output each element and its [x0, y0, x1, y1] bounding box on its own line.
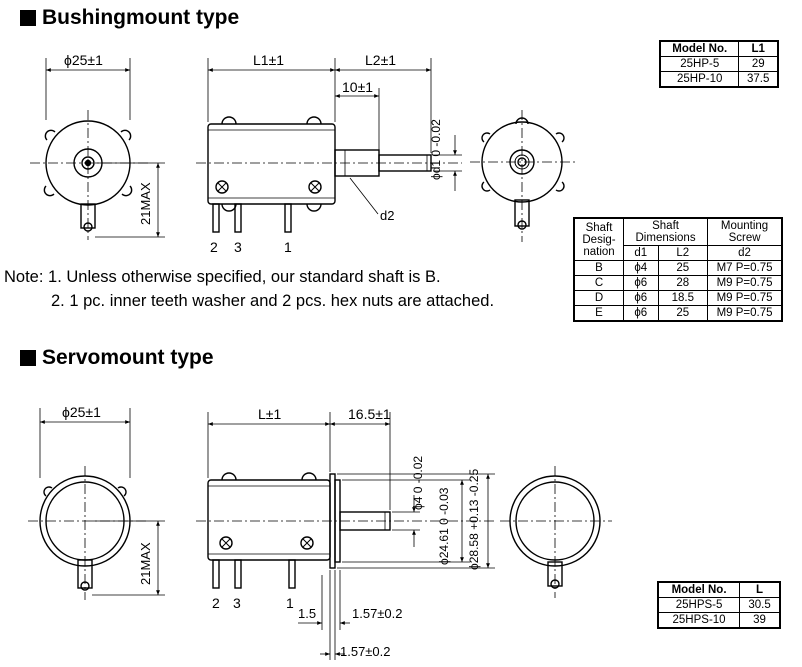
heading-bushingmount-text: Bushingmount type [42, 6, 240, 29]
subheader-l2: L2 [657, 245, 709, 261]
cell-length: 30.5 [739, 597, 781, 613]
cell-d1: ϕ6 [623, 305, 659, 322]
pin-s-3: 3 [233, 595, 241, 611]
dim-b-10: 10±1 [342, 79, 373, 95]
dim-s-1-5: 1.5 [298, 606, 316, 621]
header-l1: L1 [738, 40, 779, 57]
servo-front-view [28, 408, 165, 600]
square-bullet-icon [20, 10, 36, 26]
cell-d1: ϕ6 [623, 290, 659, 306]
subheader-d1: d1 [623, 245, 659, 261]
dim-s-16-5: 16.5±1 [348, 406, 391, 422]
table-row: E ϕ6 25 M9 P=0.75 [573, 305, 783, 322]
dim-s-phi24-61: ϕ24.61 0 -0.03 [437, 487, 451, 565]
table-row: B ϕ4 25 M7 P=0.75 [573, 260, 783, 276]
dim-b-phi25: ϕ25±1 [64, 52, 103, 68]
bushing-rear-view [470, 110, 575, 242]
table-row: D ϕ6 18.5 M9 P=0.75 [573, 290, 783, 306]
servo-model-table: Model No. L 25HPS-5 30.5 25HPS-10 39 [657, 581, 781, 629]
bushing-side-view [196, 58, 462, 233]
dim-b-21max: 21MAX [138, 182, 153, 225]
pin-b-1: 1 [284, 239, 292, 255]
heading-servomount-text: Servomount type [42, 346, 214, 369]
servo-side-view [196, 412, 495, 660]
cell-designation: C [573, 275, 624, 291]
header-model-no: Model No. [659, 40, 740, 57]
cell-length: 29 [738, 56, 779, 72]
pin-s-2: 2 [212, 595, 220, 611]
cell-d2: M9 P=0.75 [707, 290, 783, 306]
cell-l2: 25 [657, 305, 709, 322]
pin-s-1: 1 [286, 595, 294, 611]
dim-s-21max: 21MAX [138, 542, 153, 585]
bushing-front-view [30, 58, 165, 240]
cell-model: 25HPS-10 [657, 612, 741, 629]
square-bullet-icon [20, 350, 36, 366]
dim-b-L1: L1±1 [253, 52, 284, 68]
cell-length: 37.5 [738, 71, 779, 88]
dim-s-phi4: ϕ4 0 -0.02 [411, 456, 425, 510]
header-shaft-designation: Shaft Desig- nation [573, 217, 624, 261]
heading-servomount: Servomount type [20, 346, 214, 370]
dim-s-phi28-58: ϕ28.58 +0.13 -0.25 [467, 469, 481, 570]
header-l: L [739, 581, 781, 598]
cell-designation: E [573, 305, 624, 322]
cell-d2: M7 P=0.75 [707, 260, 783, 276]
cell-l2: 25 [657, 260, 709, 276]
note-line-1: Note: 1. Unless otherwise specified, our… [4, 268, 441, 286]
header-shaft-dimensions: Shaft Dimensions [622, 217, 709, 246]
table-row: C ϕ6 28 M9 P=0.75 [573, 275, 783, 291]
cell-d2: M9 P=0.75 [707, 275, 783, 291]
pin-b-2: 2 [210, 239, 218, 255]
dim-s-phi25: ϕ25±1 [62, 404, 101, 420]
cell-l2: 28 [657, 275, 709, 291]
note-line-2: 2. 1 pc. inner teeth washer and 2 pcs. h… [51, 292, 495, 310]
dim-s-L: L±1 [258, 406, 281, 422]
dim-b-d2: d2 [380, 208, 394, 223]
cell-l2: 18.5 [657, 290, 709, 306]
dim-s-1-57b: 1.57±0.2 [340, 644, 391, 659]
header-mounting-screw: Mounting Screw [707, 217, 783, 246]
dim-b-phid1: ϕd1 0 -0.02 [429, 119, 443, 180]
cell-designation: D [573, 290, 624, 306]
cell-designation: B [573, 260, 624, 276]
cell-model: 25HP-10 [659, 71, 740, 88]
pin-b-3: 3 [234, 239, 242, 255]
subheader-d2: d2 [707, 245, 783, 261]
cell-length: 39 [739, 612, 781, 629]
servo-rear-view [500, 466, 612, 598]
header-model-no: Model No. [657, 581, 741, 598]
heading-bushingmount: Bushingmount type [20, 6, 239, 30]
cell-d1: ϕ6 [623, 275, 659, 291]
bushing-model-table: Model No. L1 25HP-5 29 25HP-10 37.5 [659, 40, 779, 88]
cell-model: 25HP-5 [659, 56, 740, 72]
cell-d2: M9 P=0.75 [707, 305, 783, 322]
cell-model: 25HPS-5 [657, 597, 741, 613]
dim-b-L2: L2±1 [365, 52, 396, 68]
shaft-table: Shaft Desig- nation Shaft Dimensions Mou… [573, 217, 783, 322]
cell-d1: ϕ4 [623, 260, 659, 276]
dim-s-1-57a: 1.57±0.2 [352, 606, 403, 621]
